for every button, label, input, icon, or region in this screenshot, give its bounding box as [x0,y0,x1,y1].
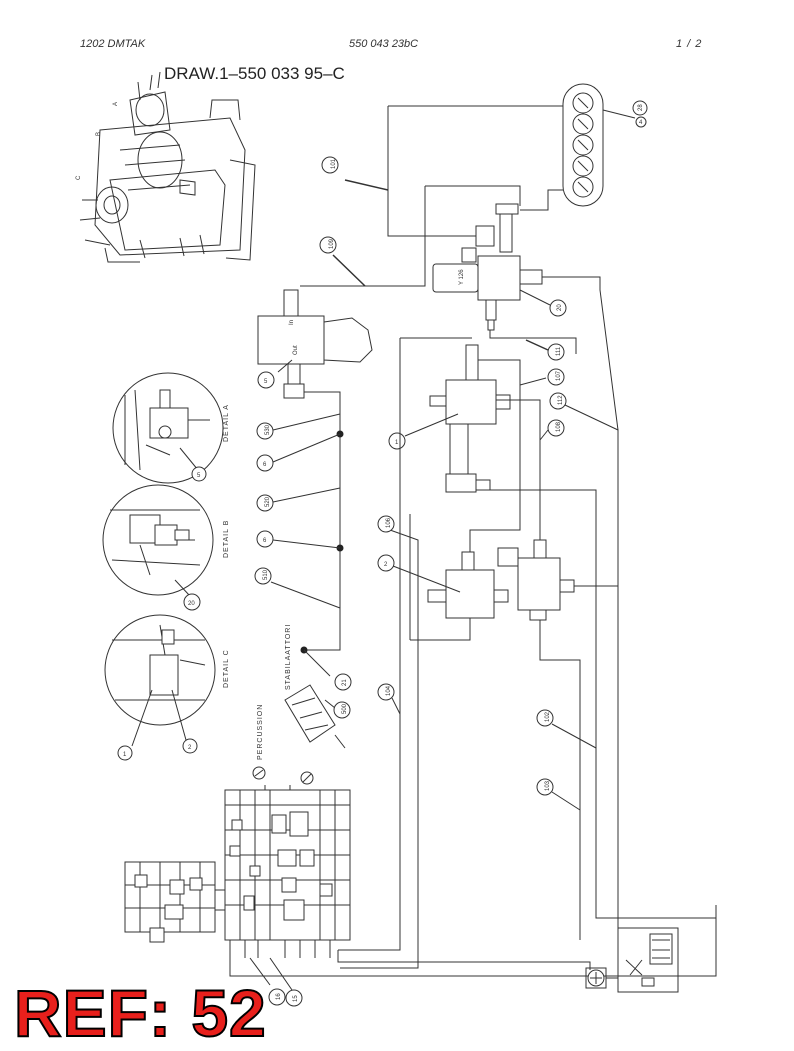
callout-21: 21 [342,679,348,686]
callout-6-lower: 6 [263,538,267,544]
valve-block-2 [427,539,575,621]
callout-104: 104 [386,685,392,696]
detail-b-label: DETAIL B [223,520,230,558]
callout-107: 107 [556,370,562,381]
detail-b-view [102,484,214,596]
callout-20-valve: 20 [557,304,563,311]
callout-2-detail: 2 [188,745,192,751]
percussion-label: PERCUSSION [257,704,264,760]
machine-overview-sketch [79,71,256,263]
callout-5-detail: 5 [197,473,201,479]
callout-101: 101 [331,158,337,169]
callout-28: 28 [638,104,644,111]
header-page-number: 1 / 2 [676,38,703,50]
callout-103: 103 [545,780,551,791]
detail-a-label: DETAIL A [223,404,230,442]
callout-102: 102 [545,711,551,722]
valve-block-1 [429,344,511,493]
stabilizer-valve-block [284,684,346,749]
header-document-number: 550 043 23bC [349,38,419,50]
callout-109: 109 [329,238,335,249]
filter-pump-unit [585,927,679,993]
solenoid-valve-y126 [432,203,543,331]
callout-112: 112 [558,395,564,405]
port-in-label: In [289,320,295,325]
reference-label: REF: 52 [13,975,267,1051]
callout-2: 2 [384,562,388,568]
detail-a-view [112,372,224,484]
drawing-title: DRAW.1–550 033 95–C [164,64,345,83]
overview-letter-a: A [113,102,119,106]
callout-1: 1 [395,440,399,446]
pressure-gauge-panel [562,83,604,207]
callout-108: 108 [556,421,562,432]
solenoid-label: Y 126 [459,269,465,285]
header-left-code: 1202 DMTAK [80,38,146,50]
callout-530: 530 [265,424,271,435]
callout-6-upper: 6 [263,462,267,468]
callout-1-detail: 1 [123,752,127,758]
main-control-valve-bank [124,789,351,958]
callout-5: 5 [264,379,268,385]
callout-510: 510 [263,569,269,580]
callout-15: 15 [293,995,299,1002]
callout-520: 520 [265,496,271,507]
callout-16: 16 [276,993,282,1000]
pressure-valve-5 [257,289,373,399]
port-out-label: Out [293,345,299,355]
callout-111: 111 [556,346,562,356]
overview-letter-b: B [96,132,102,136]
callout-106: 106 [386,517,392,528]
stabilizer-label: STABILAATTORI [285,624,292,690]
overview-letter-c: C [76,175,82,180]
detail-c-view [104,614,216,726]
callout-500: 500 [342,703,348,714]
callout-20-detail: 20 [188,601,195,607]
callout-4: 4 [639,120,643,126]
detail-c-label: DETAIL C [223,649,230,688]
